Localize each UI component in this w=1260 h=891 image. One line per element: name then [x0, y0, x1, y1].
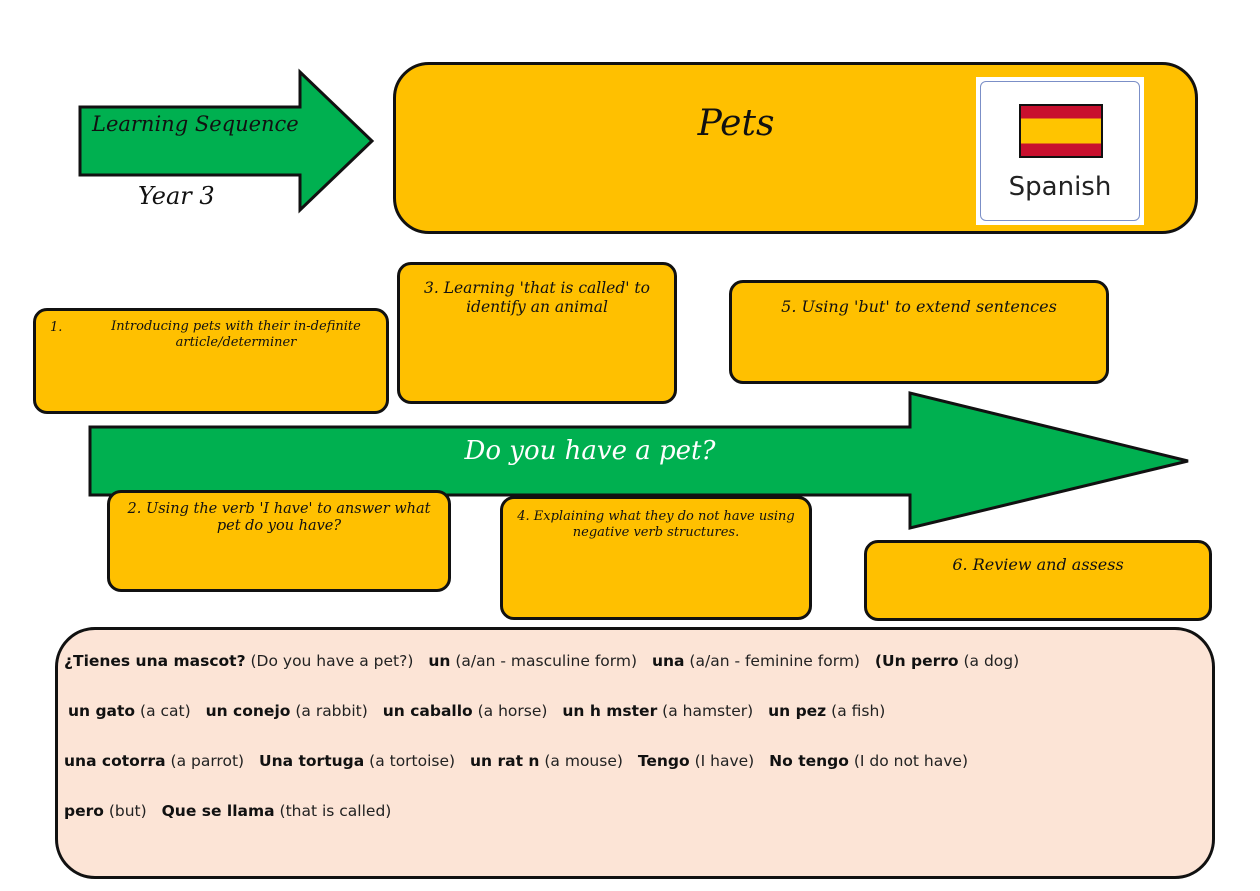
- learning-sequence-label: Learning Sequence: [92, 112, 299, 136]
- vocab-term: (Un perro: [874, 652, 959, 670]
- step-5-number: 5.: [781, 297, 797, 316]
- vocab-term: pero: [64, 802, 104, 820]
- step-5-box: 5. Using 'but' to extend sentences: [729, 280, 1109, 384]
- vocab-item: un h mster (a hamster): [562, 702, 753, 720]
- step-4-number: 4.: [517, 509, 530, 524]
- vocabulary-line-1: ¿Tienes una mascot? (Do you have a pet?)…: [64, 652, 1029, 670]
- step-4-box: 4. Explaining what they do not have usin…: [500, 496, 812, 620]
- step-3-number: 3.: [423, 279, 439, 297]
- step-2-box: 2. Using the verb 'I have' to answer wha…: [107, 490, 451, 592]
- step-3-box: 3. Learning 'that is called' to identify…: [397, 262, 677, 404]
- vocab-term: un pez: [768, 702, 827, 720]
- vocab-term: un caballo: [382, 702, 473, 720]
- vocab-gloss: (a hamster): [662, 702, 754, 720]
- step-2-text: Using the verb 'I have' to answer what p…: [145, 501, 431, 535]
- vocab-term: una cotorra: [64, 752, 166, 770]
- vocab-item: un conejo (a rabbit): [206, 702, 368, 720]
- vocab-item: Una tortuga (a tortoise): [259, 752, 455, 770]
- step-4-text: Explaining what they do not have using n…: [533, 509, 795, 540]
- vocab-item: una (a/an - feminine form): [652, 652, 860, 670]
- language-card: Spanish: [976, 77, 1144, 225]
- step-1-number: 1.: [50, 320, 63, 335]
- vocab-item: un rat n (a mouse): [470, 752, 623, 770]
- spain-flag-icon: [1019, 104, 1103, 158]
- learning-sequence-arrow-shape: [78, 68, 375, 214]
- main-question-label: Do you have a pet?: [464, 436, 716, 466]
- vocab-term: un gato: [68, 702, 136, 720]
- vocab-item: un gato (a cat): [68, 702, 191, 720]
- vocab-gloss: (Do you have a pet?): [250, 652, 414, 670]
- vocab-term: Tengo: [637, 752, 690, 770]
- vocab-item: un pez (a fish): [768, 702, 885, 720]
- vocab-gloss: (a parrot): [170, 752, 245, 770]
- vocab-gloss: (a dog): [963, 652, 1020, 670]
- vocab-term: Que se llama: [161, 802, 275, 820]
- step-6-box: 6. Review and assess: [864, 540, 1212, 621]
- vocab-term: un rat n: [470, 752, 540, 770]
- page-title: Pets: [697, 103, 775, 144]
- step-2-number: 2.: [127, 501, 142, 517]
- vocab-gloss: (I do not have): [853, 752, 969, 770]
- vocabulary-line-2: un gato (a cat) un conejo (a rabbit) un …: [68, 702, 895, 720]
- vocab-gloss: (a/an - masculine form): [455, 652, 638, 670]
- vocab-gloss: (a tortoise): [369, 752, 456, 770]
- step-3-text: Learning 'that is called' to identify an…: [443, 279, 650, 316]
- vocab-gloss: (a horse): [477, 702, 548, 720]
- step-6-number: 6.: [952, 555, 968, 574]
- step-6-text: Review and assess: [972, 555, 1124, 574]
- vocab-item: un (a/an - masculine form): [428, 652, 637, 670]
- step-1-text: Introducing pets with their in-definite …: [111, 319, 361, 350]
- vocab-term: Una tortuga: [259, 752, 365, 770]
- vocab-gloss: (a mouse): [544, 752, 623, 770]
- vocab-gloss: (a/an - feminine form): [689, 652, 860, 670]
- language-name: Spanish: [1008, 172, 1112, 202]
- vocab-term: ¿Tienes una mascot?: [64, 652, 246, 670]
- vocab-item: ¿Tienes una mascot? (Do you have a pet?): [64, 652, 413, 670]
- vocab-item: Tengo (I have): [638, 752, 754, 770]
- vocab-item: pero (but): [64, 802, 147, 820]
- vocab-gloss: (I have): [694, 752, 755, 770]
- vocab-gloss: (a cat): [140, 702, 191, 720]
- vocab-term: un h mster: [562, 702, 658, 720]
- vocab-gloss: (a fish): [831, 702, 886, 720]
- step-5-text: Using 'but' to extend sentences: [801, 297, 1057, 316]
- step-1-box: 1. Introducing pets with their in-defini…: [33, 308, 389, 414]
- language-card-frame: Spanish: [980, 81, 1140, 221]
- vocab-item: (Un perro (a dog): [875, 652, 1019, 670]
- title-box: Pets Spanish: [393, 62, 1198, 234]
- vocabulary-box: ¿Tienes una mascot? (Do you have a pet?)…: [55, 627, 1215, 879]
- year-label: Year 3: [138, 182, 215, 210]
- vocab-item: Que se llama (that is called): [162, 802, 392, 820]
- vocab-term: No tengo: [769, 752, 849, 770]
- vocab-gloss: (a rabbit): [295, 702, 368, 720]
- vocab-term: una: [651, 652, 685, 670]
- vocab-gloss: (that is called): [279, 802, 392, 820]
- vocab-term: un conejo: [205, 702, 291, 720]
- vocab-item: un caballo (a horse): [383, 702, 548, 720]
- vocab-item: una cotorra (a parrot): [64, 752, 244, 770]
- vocabulary-line-3: una cotorra (a parrot) Una tortuga (a to…: [64, 752, 978, 770]
- vocab-gloss: (but): [108, 802, 147, 820]
- vocab-item: No tengo (I do not have): [769, 752, 968, 770]
- vocabulary-line-4: pero (but) Que se llama (that is called): [64, 802, 401, 820]
- vocab-term: un: [428, 652, 451, 670]
